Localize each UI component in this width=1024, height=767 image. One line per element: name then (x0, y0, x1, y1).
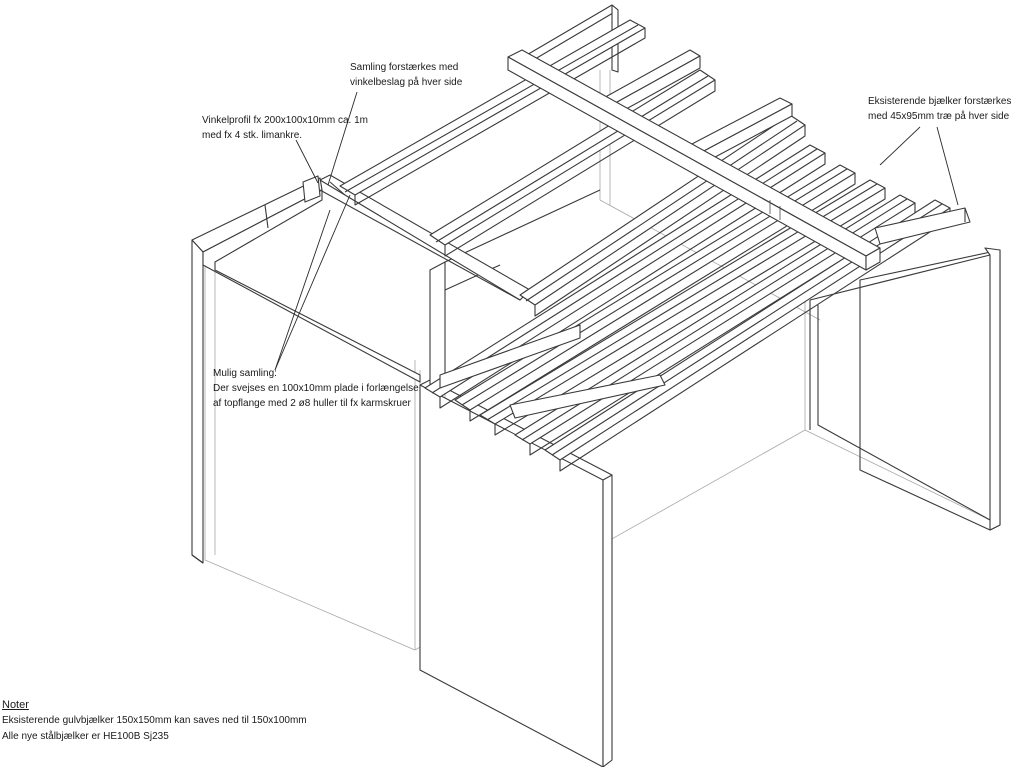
angle-profile (264, 175, 346, 229)
middle-wall (429, 189, 601, 389)
steel-beams (339, 19, 951, 472)
annotation-mulig-samling: Mulig samling: Der svejses en 100x10mm p… (213, 368, 419, 409)
notes-block: Noter Eksisterende gulvbjælker 150x150mm… (2, 697, 307, 745)
cross-beam (507, 49, 881, 271)
front-wall (419, 379, 613, 767)
notes-line: Alle nye stålbjælker er HE100B Sj235 (2, 731, 169, 742)
leader-lines (274, 91, 959, 371)
annotation-samling: Samling forstærkes med vinkelbeslag på h… (350, 62, 463, 88)
annotation-eksisterende-bjaelker: Eksisterende bjælker forstærkes med 45x9… (868, 96, 1012, 122)
top-rim (319, 4, 619, 301)
right-rim (874, 207, 971, 245)
left-wall (191, 177, 421, 564)
notes-line: Eksisterende gulvbjælker 150x150mm kan s… (2, 715, 307, 726)
notes-title: Noter (2, 699, 29, 711)
existing-joists (439, 49, 793, 419)
right-wall (809, 247, 1001, 531)
annotation-vinkelprofil: Vinkelprofil fx 200x100x10mm ca. 1m med … (202, 115, 369, 141)
